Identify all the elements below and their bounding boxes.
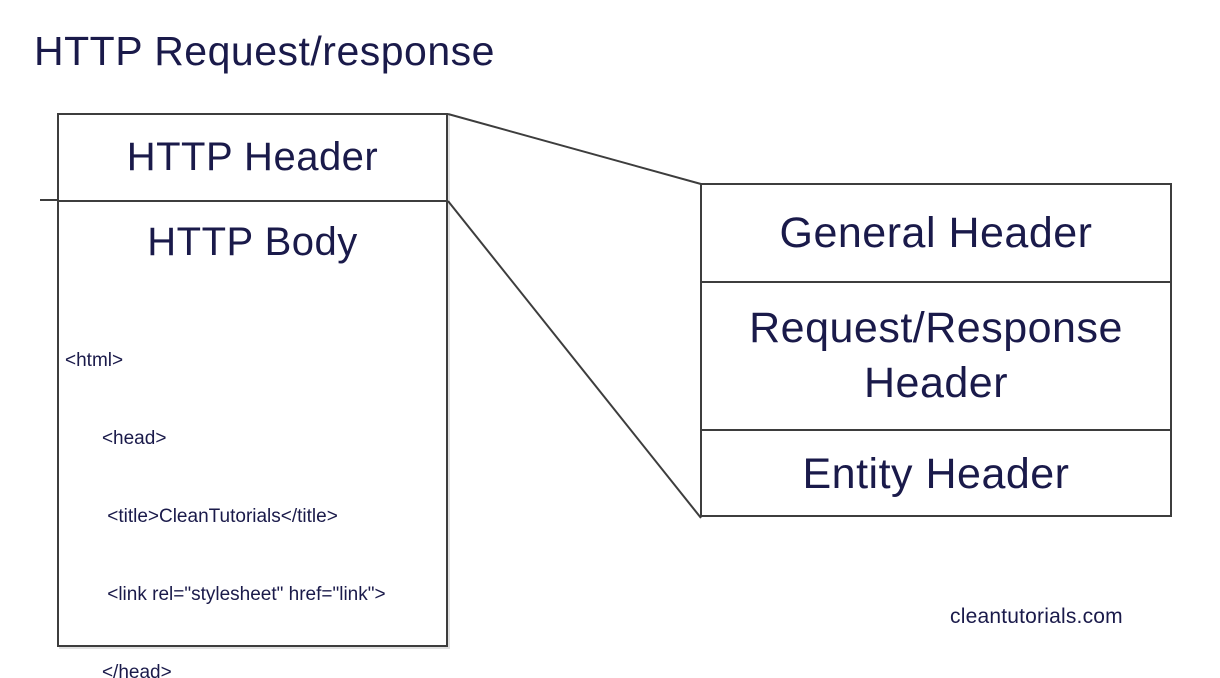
- general-header-section: General Header: [702, 185, 1170, 283]
- code-line: <link rel="stylesheet" href="link">: [65, 584, 386, 605]
- code-line: <head>: [65, 428, 167, 449]
- http-message-box: HTTP Header HTTP Body <html> <head> <tit…: [57, 113, 448, 678]
- request-response-header-section: Request/Response Header: [702, 283, 1170, 431]
- entity-header-label: Entity Header: [802, 449, 1070, 498]
- code-line: <title>CleanTutorials</title>: [65, 506, 338, 527]
- http-header-label: HTTP Header: [126, 135, 379, 179]
- entity-header-section: Entity Header: [702, 431, 1170, 517]
- code-line: <html>: [65, 350, 124, 371]
- request-response-header-label-line2: Header: [863, 359, 1009, 407]
- http-body-section: HTTP Body <html> <head> <title>CleanTuto…: [59, 220, 446, 678]
- code-line: </head>: [65, 662, 172, 678]
- watermark-cleantutorials: cleantutorials.com: [950, 605, 1123, 628]
- http-body-label: HTTP Body: [147, 220, 358, 264]
- connector-top-line: [447, 113, 702, 185]
- divider-overshoot-line: [40, 199, 58, 201]
- request-response-header-label: Request/Response: [749, 304, 1123, 352]
- connector-bottom-line: [447, 200, 702, 519]
- http-header-detail-box: General Header Request/Response Header E…: [700, 183, 1172, 517]
- http-header-section: HTTP Header: [59, 115, 446, 202]
- general-header-label: General Header: [779, 208, 1093, 257]
- diagram-title: HTTP Request/response: [34, 28, 495, 74]
- html-code-sample: <html> <head> <title>CleanTutorials</tit…: [59, 296, 446, 678]
